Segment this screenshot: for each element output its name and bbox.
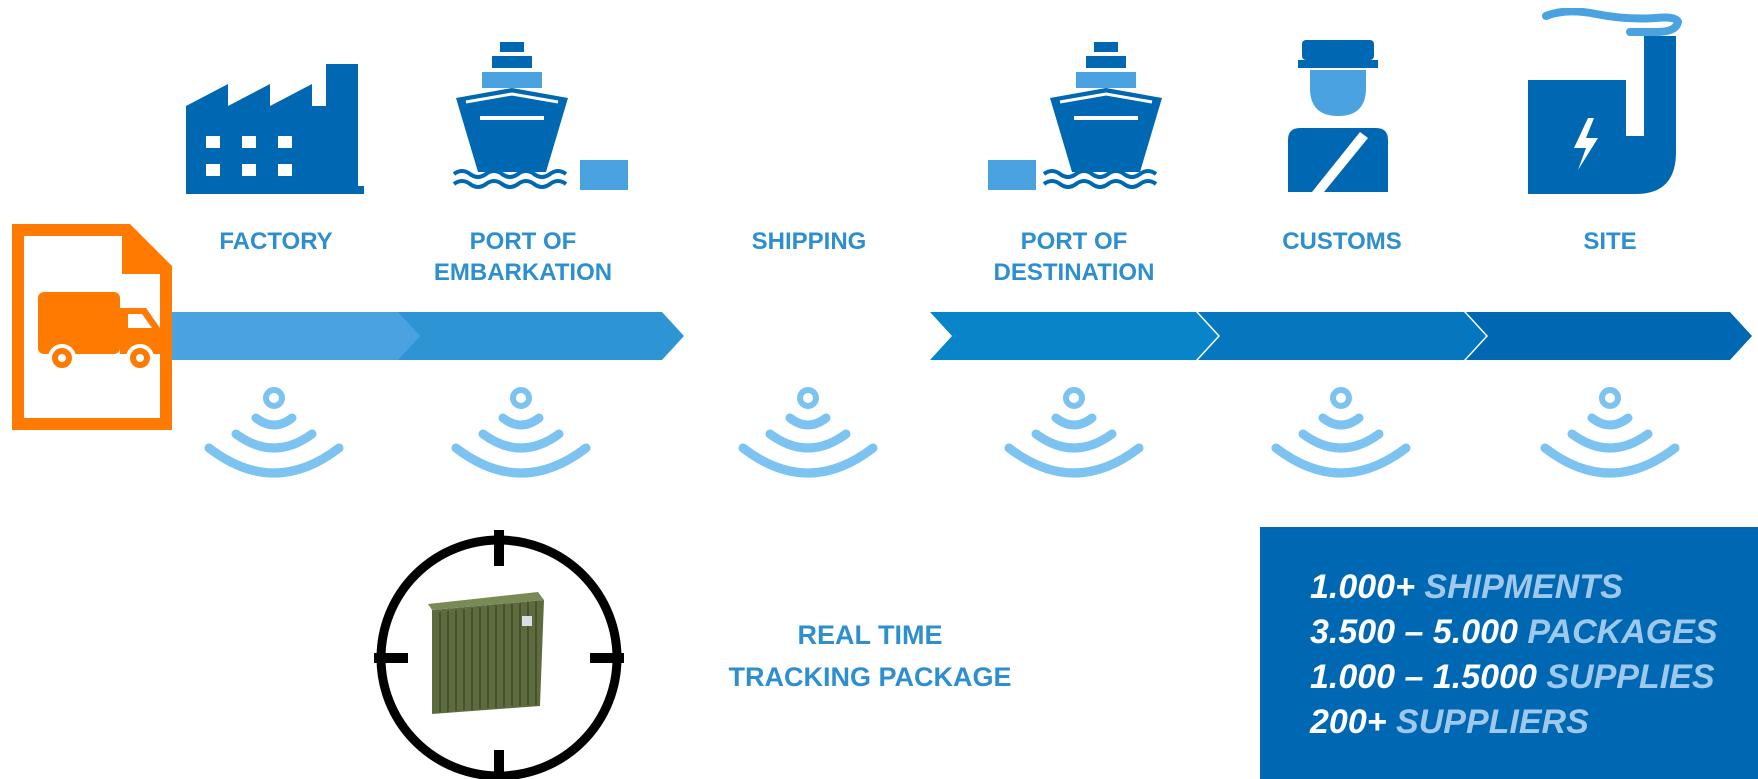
rfid-signal-icon bbox=[451, 387, 591, 478]
stats-panel: 1.000+ SHIPMENTS 3.500 – 5.000 PACKAGES … bbox=[1260, 527, 1758, 779]
ship-icon bbox=[988, 42, 1162, 190]
tracking-label-line2: TRACKING PACKAGE bbox=[728, 662, 1012, 692]
tracking-label: REAL TIME TRACKING PACKAGE bbox=[700, 614, 1040, 698]
crosshair-container-icon bbox=[374, 530, 624, 779]
stat-value: 200+ bbox=[1310, 703, 1387, 741]
power-plant-icon bbox=[1528, 8, 1683, 194]
stage-label-customs: CUSTOMS bbox=[1282, 228, 1402, 255]
stat-value: 1.000 – 1.5000 bbox=[1310, 658, 1537, 696]
stat-unit: SUPPLIES bbox=[1546, 658, 1715, 696]
stat-unit: SUPPLIERS bbox=[1396, 703, 1589, 741]
stat-suppliers: 200+ SUPPLIERS bbox=[1310, 700, 1718, 745]
tracking-label-line1: REAL TIME bbox=[797, 620, 943, 650]
rfid-signal-icon bbox=[1540, 387, 1680, 478]
factory-icon bbox=[186, 64, 364, 194]
stage-label-port-of-destination: PORT OF DESTINATION bbox=[993, 228, 1155, 286]
stage-label-port-of-embarkation: PORT OF EMBARKATION bbox=[433, 228, 613, 286]
ship-icon bbox=[452, 42, 628, 190]
rfid-signal-icon bbox=[204, 387, 344, 478]
stat-unit: SHIPMENTS bbox=[1424, 568, 1623, 606]
truck-document-icon bbox=[12, 224, 172, 430]
chevron-site bbox=[1466, 312, 1752, 360]
chevron-customs bbox=[1198, 312, 1486, 360]
stat-value: 3.500 – 5.000 bbox=[1310, 613, 1518, 651]
stats-list: 1.000+ SHIPMENTS 3.500 – 5.000 PACKAGES … bbox=[1310, 565, 1718, 745]
stage-label-shipping: SHIPPING bbox=[751, 228, 867, 255]
stat-supplies: 1.000 – 1.5000 SUPPLIES bbox=[1310, 655, 1718, 700]
stat-unit: PACKAGES bbox=[1527, 613, 1718, 651]
stat-packages: 3.500 – 5.000 PACKAGES bbox=[1310, 610, 1718, 655]
chevron-factory bbox=[150, 312, 428, 360]
process-flow-chevrons bbox=[150, 312, 1752, 360]
rfid-signal-icon bbox=[1271, 387, 1411, 478]
customs-officer-icon bbox=[1288, 40, 1388, 192]
stage-label-site: SITE bbox=[1583, 228, 1637, 255]
rfid-signal-icon bbox=[738, 387, 878, 478]
stat-shipments: 1.000+ SHIPMENTS bbox=[1310, 565, 1718, 610]
chevron-port-of-embarkation bbox=[398, 312, 684, 360]
stage-label-factory: FACTORY bbox=[219, 228, 333, 255]
stat-value: 1.000+ bbox=[1310, 568, 1415, 606]
chevron-port-of-destination bbox=[930, 312, 1218, 360]
rfid-signal-icon bbox=[1004, 387, 1144, 478]
